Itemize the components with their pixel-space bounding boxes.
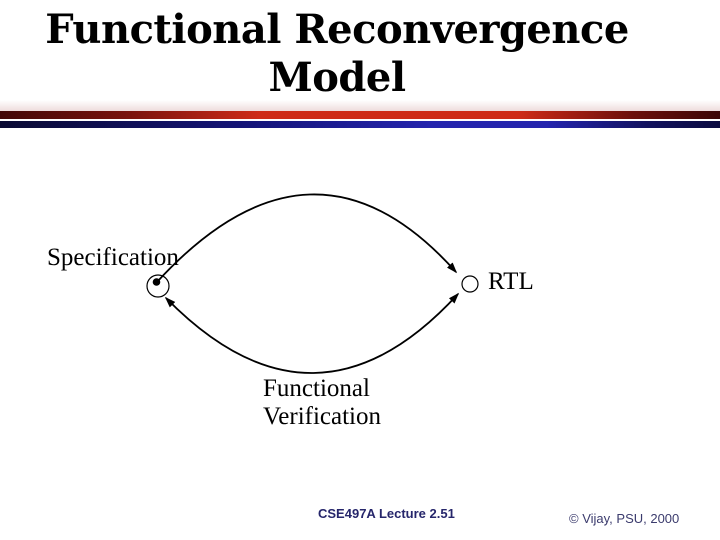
title-line-1: Functional Reconvergence — [45, 6, 629, 53]
divider-navy-rule — [0, 121, 720, 128]
slide-title: Functional Reconvergence Model — [0, 6, 674, 102]
divider-glow — [0, 100, 720, 111]
title-line-2: Model — [268, 54, 406, 101]
functional-verification-line-2: Verification — [263, 403, 382, 430]
verification-compare-arrow — [164, 292, 460, 374]
rtl-label: RTL — [488, 268, 534, 295]
functional-verification-label: Functional Verification — [263, 375, 381, 431]
specification-label: Specification — [47, 244, 179, 271]
divider-red-rule — [0, 111, 720, 119]
spec-to-rtl-arrow — [156, 193, 458, 283]
specification-dot-icon — [152, 278, 161, 286]
functional-verification-line-1: Functional — [263, 375, 370, 402]
footer-lecture-label: CSE497A Lecture 2.51 — [318, 506, 455, 521]
specification-node — [146, 274, 170, 298]
footer-copyright-label: © Vijay, PSU, 2000 — [569, 511, 680, 526]
rtl-node — [461, 275, 479, 293]
